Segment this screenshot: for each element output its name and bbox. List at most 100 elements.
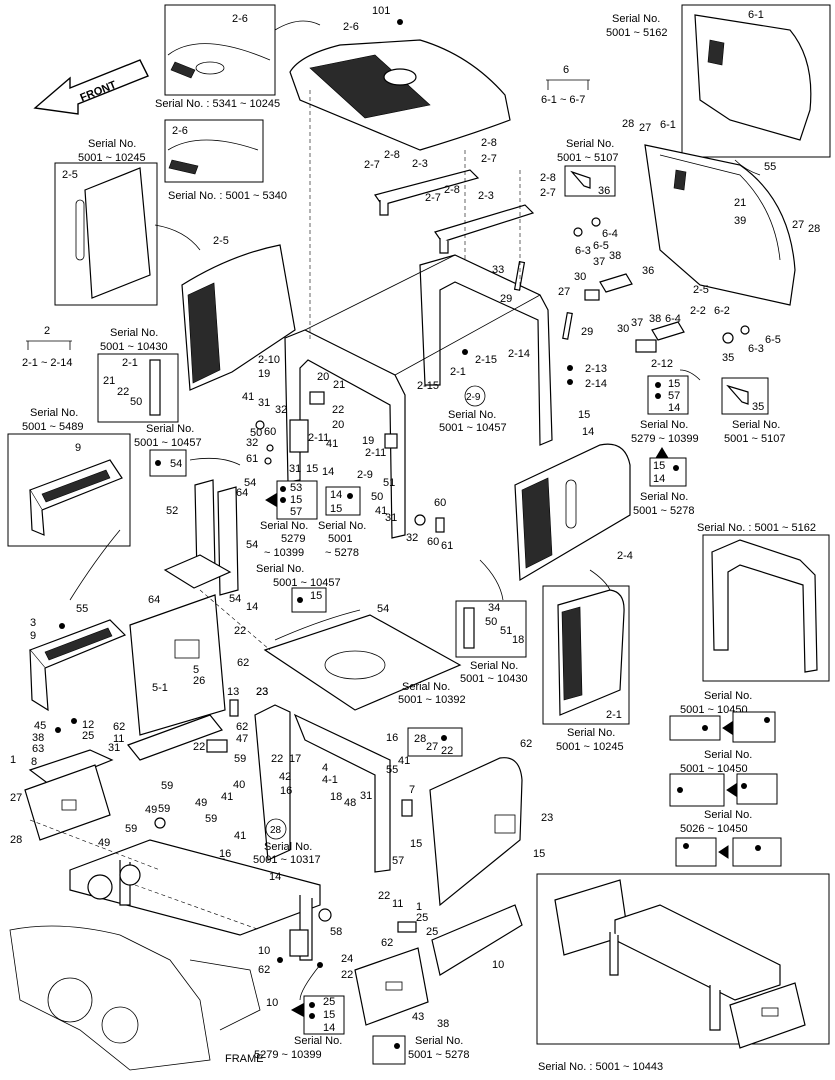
detail-box-1-10: [536, 873, 830, 1049]
svg-text:20: 20: [332, 419, 344, 431]
serial-label: Serial No.: [260, 520, 308, 532]
group-6-header: 6 6-1 ~ 6-7: [541, 64, 590, 106]
svg-text:2-4: 2-4: [617, 550, 633, 562]
detail-box-6-1: 6-1: [681, 4, 831, 158]
serial-label: Serial No.: [30, 407, 78, 419]
svg-text:13: 13: [227, 686, 239, 698]
hardware-18-23: 13 23 22 62 47: [193, 686, 268, 753]
serial-label: 5001 ~ 10450: [680, 763, 748, 775]
callout: 27: [792, 219, 804, 231]
svg-text:25: 25: [82, 730, 94, 742]
leader-lines: [69, 159, 761, 1001]
svg-text:15: 15: [533, 848, 545, 860]
svg-text:54: 54: [377, 603, 389, 615]
svg-text:32: 32: [246, 437, 258, 449]
hardware-bottom-left: 59: [29, 803, 170, 871]
svg-text:40: 40: [233, 779, 245, 791]
svg-text:14: 14: [582, 426, 594, 438]
side-panel-2-5: 2-5: [181, 235, 296, 391]
svg-text:61: 61: [246, 453, 258, 465]
serial-label: Serial No. : 5341 ~ 10245: [155, 98, 280, 110]
fastener-box-15-14-right: 15 14: [649, 457, 687, 487]
bracket-2-3-lower: 2-3 2-8 2-7 2-8 2-7: [425, 172, 556, 254]
callout: 21: [734, 197, 746, 209]
detail-box-2-6-mid: 2-6: [164, 119, 264, 183]
callout-2-9-circled: 2-9: [464, 385, 486, 407]
svg-text:10: 10: [258, 945, 270, 957]
serial-label: 5001 ~ 10245: [78, 152, 146, 164]
svg-text:29: 29: [581, 326, 593, 338]
bracket-2-3-upper: 2-3 2-8 2-7 2-8 2-7: [364, 137, 497, 216]
serial-label: Serial No.: [415, 1035, 463, 1047]
svg-text:10: 10: [266, 997, 278, 1009]
svg-text:41: 41: [375, 505, 387, 517]
svg-text:27: 27: [558, 286, 570, 298]
svg-text:31: 31: [108, 742, 120, 754]
pointer-arrow: [655, 447, 669, 459]
svg-text:30: 30: [617, 323, 629, 335]
detail-box-22-62-a: [732, 711, 776, 743]
svg-text:24: 24: [341, 953, 353, 965]
panel-12-11: 1 27 28 49: [10, 749, 114, 849]
callout: 2-8: [384, 149, 400, 161]
hardware-6-x-upper: 6-4 6-3 6-5 36 37 38 30 27: [558, 217, 654, 301]
callout: 2-7: [364, 159, 380, 171]
svg-text:49: 49: [98, 837, 110, 849]
pointer-arrow: [726, 783, 737, 797]
callout: 6-1: [660, 119, 676, 131]
serial-label: 5001 ~ 5278: [633, 505, 694, 517]
svg-text:38: 38: [437, 1018, 449, 1030]
pointer-arrow: [265, 493, 277, 507]
callout: 2-3: [478, 190, 494, 202]
serial-label: Serial No.: [704, 809, 752, 821]
svg-text:28: 28: [10, 834, 22, 846]
svg-text:59: 59: [234, 753, 246, 765]
callout: 39: [734, 215, 746, 227]
svg-text:29: 29: [500, 293, 512, 305]
serial-label: Serial No.: [470, 660, 518, 672]
rods-33-27: 33 29 29: [492, 260, 593, 340]
svg-text:2-15: 2-15: [475, 354, 497, 366]
svg-text:59: 59: [125, 823, 137, 835]
svg-text:43: 43: [412, 1011, 424, 1023]
fastener-box-15-57-14-right: 15 57 14: [647, 375, 689, 415]
svg-text:2-1 ~ 2-14: 2-1 ~ 2-14: [22, 357, 72, 369]
callout: 2-7: [425, 192, 441, 204]
svg-text:53: 53: [290, 482, 302, 494]
svg-text:58: 58: [330, 926, 342, 938]
svg-text:2-1: 2-1: [450, 366, 466, 378]
svg-text:55: 55: [76, 603, 88, 615]
callout: 2-2: [690, 305, 706, 317]
serial-label: 5001: [328, 533, 352, 545]
svg-text:15: 15: [330, 503, 342, 515]
serial-label: 5001 ~ 10245: [556, 741, 624, 753]
serial-label: 5279: [281, 533, 305, 545]
svg-text:54: 54: [244, 477, 256, 489]
svg-text:26: 26: [193, 675, 205, 687]
svg-text:5: 5: [193, 664, 199, 676]
svg-text:59: 59: [161, 780, 173, 792]
serial-label: Serial No.: [704, 749, 752, 761]
callout: 2-15: [417, 380, 439, 392]
serial-label: 5001 ~ 10457: [439, 422, 507, 434]
pointer-arrow: [722, 721, 733, 735]
detail-box-2-5: 2-5: [54, 162, 158, 306]
fastener-box-15-57-14-center: 53 15 57: [276, 480, 318, 520]
serial-label: Serial No. : 5001 ~ 10443: [538, 1061, 663, 1073]
svg-text:4: 4: [322, 762, 328, 774]
svg-text:22: 22: [441, 745, 453, 757]
svg-text:8: 8: [31, 756, 37, 768]
svg-text:15: 15: [323, 1009, 335, 1021]
assembly-dashed-lines: [134, 90, 521, 931]
svg-text:60: 60: [264, 426, 276, 438]
svg-text:27: 27: [10, 792, 22, 804]
svg-text:25: 25: [416, 912, 428, 924]
serial-label: Serial No.: [640, 419, 688, 431]
detail-box-36: 36: [564, 165, 616, 197]
callout: 6-1: [748, 9, 764, 21]
top-plate-3: 54: [263, 603, 462, 711]
svg-text:15: 15: [578, 409, 590, 421]
svg-text:51: 51: [500, 625, 512, 637]
svg-text:1: 1: [10, 754, 16, 766]
